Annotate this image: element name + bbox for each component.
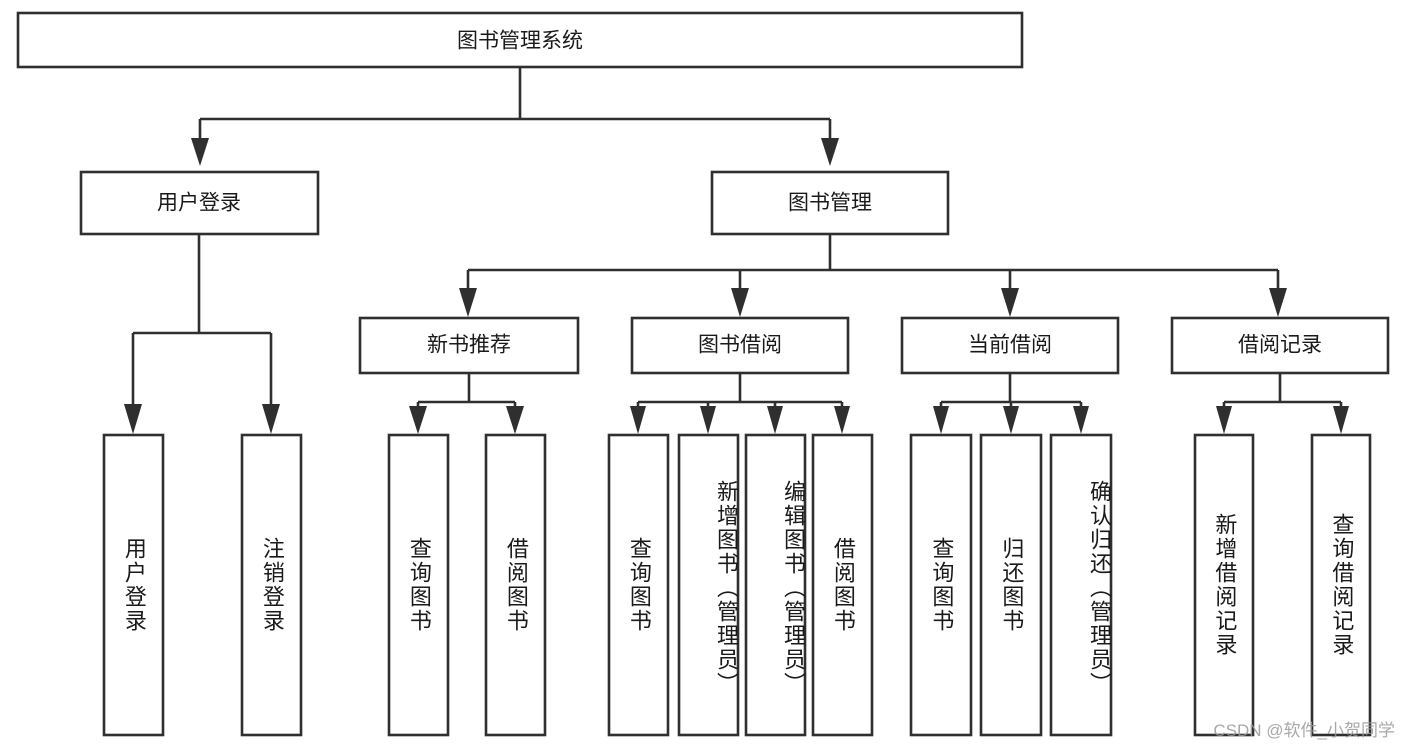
leaf-box-current-borrow-2[interactable] <box>979 433 1043 737</box>
node-book-borrow-label: 图书借阅 <box>698 334 782 357</box>
node-book-manage[interactable]: 图书管理 <box>710 170 950 236</box>
leaf-box-user-login-2[interactable] <box>240 433 303 737</box>
arrow-head-current-borrow-leaf-3 <box>1073 406 1089 434</box>
arrow-head-current-borrow-leaf-1 <box>933 406 949 434</box>
connector-user-login-to-leaves <box>124 234 280 434</box>
arrow-head-to-current-borrow <box>1001 288 1019 317</box>
leaf-box-book-borrow-1[interactable] <box>607 433 670 737</box>
node-user-login[interactable]: 用户登录 <box>79 170 320 236</box>
connector-borrow-record-to-leaves <box>1216 373 1349 434</box>
arrow-head-to-user-login <box>191 138 209 166</box>
node-book-manage-box[interactable] <box>710 170 950 236</box>
leaf-box-book-borrow-2[interactable] <box>677 433 740 737</box>
arrow-head-book-borrow-leaf-2 <box>700 406 716 434</box>
arrow-head-borrow-record-leaf-2 <box>1333 406 1349 434</box>
arrow-head-to-book-borrow <box>731 288 749 317</box>
arrow-head-new-book-leaf-2 <box>506 406 524 434</box>
arrow-head-book-borrow-leaf-3 <box>767 406 783 434</box>
leaf-box-current-borrow-3[interactable] <box>1049 433 1113 737</box>
leaf-box-book-borrow-3[interactable] <box>744 433 807 737</box>
arrow-head-book-borrow-leaf-4 <box>834 406 850 434</box>
node-borrow-record-box[interactable] <box>1170 316 1390 375</box>
arrow-head-to-book-manage <box>821 138 839 166</box>
node-new-book[interactable]: 新书推荐 <box>358 316 580 375</box>
node-root-label: 图书管理系统 <box>457 30 583 53</box>
arrow-head-new-book-leaf-1 <box>409 406 427 434</box>
connector-new-book-to-leaves <box>409 373 524 434</box>
leaf-box-current-borrow-1[interactable] <box>909 433 973 737</box>
node-new-book-label: 新书推荐 <box>427 334 511 357</box>
leaf-box-borrow-record-1[interactable] <box>1193 433 1255 737</box>
arrow-head-user-login-leaf-2 <box>262 404 280 434</box>
node-borrow-record[interactable]: 借阅记录 <box>1170 316 1390 375</box>
leaf-box-user-login-1[interactable] <box>102 433 165 737</box>
node-new-book-box[interactable] <box>358 316 580 375</box>
node-root-box[interactable] <box>16 11 1024 69</box>
connector-book-borrow-to-leaves <box>630 373 850 434</box>
arrow-head-to-new-book <box>459 288 477 317</box>
node-user-login-label: 用户登录 <box>157 192 241 215</box>
arrow-head-to-borrow-record <box>1269 288 1287 317</box>
connector-current-borrow-to-leaves <box>933 373 1089 434</box>
node-current-borrow-box[interactable] <box>900 316 1120 375</box>
arrow-head-user-login-leaf-1 <box>124 404 142 434</box>
node-current-borrow[interactable]: 当前借阅 <box>900 316 1120 375</box>
arrow-head-current-borrow-leaf-2 <box>1003 406 1019 434</box>
node-borrow-record-label: 借阅记录 <box>1238 334 1322 357</box>
arrow-head-book-borrow-leaf-1 <box>630 406 646 434</box>
connector-book-manage-to-level3 <box>459 234 1287 317</box>
csdn-watermark: CSDN @软件_小贺同学 <box>1213 721 1395 740</box>
leaf-box-new-book-2[interactable] <box>484 433 547 737</box>
node-current-borrow-label: 当前借阅 <box>968 334 1052 357</box>
arrow-head-borrow-record-leaf-1 <box>1216 406 1232 434</box>
node-book-manage-label: 图书管理 <box>788 192 872 215</box>
node-book-borrow-box[interactable] <box>630 316 850 375</box>
leaf-box-borrow-record-2[interactable] <box>1310 433 1372 737</box>
node-book-borrow[interactable]: 图书借阅 <box>630 316 850 375</box>
leaf-box-book-borrow-4[interactable] <box>811 433 874 737</box>
node-root[interactable]: 图书管理系统 <box>16 11 1024 69</box>
leaf-box-new-book-1[interactable] <box>387 433 450 737</box>
connector-root-to-level2 <box>191 67 839 166</box>
